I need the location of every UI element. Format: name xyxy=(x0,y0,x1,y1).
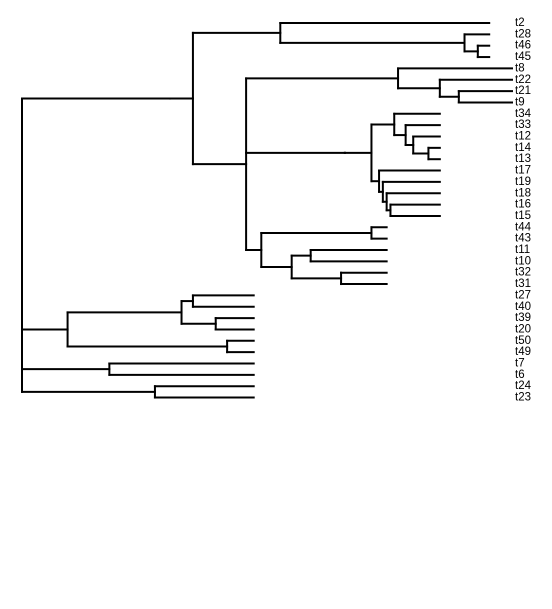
tip-label: t21 xyxy=(515,85,531,97)
tip-label: t15 xyxy=(515,210,531,222)
tip-label: t9 xyxy=(515,96,525,108)
tip-label: t33 xyxy=(515,119,531,131)
tip-label: t32 xyxy=(515,267,531,279)
tip-label: t45 xyxy=(515,51,531,63)
tip-label: t8 xyxy=(515,62,525,74)
tip-label: t49 xyxy=(515,346,531,358)
tip-label: t6 xyxy=(515,369,525,381)
tip-label: t44 xyxy=(515,221,532,233)
tip-label: t23 xyxy=(515,392,531,404)
tip-label: t43 xyxy=(515,233,531,245)
tip-label: t50 xyxy=(515,335,531,347)
tip-label: t31 xyxy=(515,278,531,290)
tip-label: t39 xyxy=(515,312,531,324)
tip-label: t22 xyxy=(515,74,531,86)
tip-label: t16 xyxy=(515,199,531,211)
tip-label: t17 xyxy=(515,165,531,177)
branch-group xyxy=(21,22,513,399)
tip-label: t11 xyxy=(515,244,530,256)
tip-label: t24 xyxy=(515,380,532,392)
tip-label: t14 xyxy=(515,142,532,154)
tip-label: t27 xyxy=(515,289,531,301)
tip-label: t18 xyxy=(515,187,531,199)
tip-label: t34 xyxy=(515,108,532,120)
tip-label-group: t2t28t46t45t8t22t21t9t34t33t12t14t13t17t… xyxy=(515,17,532,404)
tip-label: t20 xyxy=(515,323,531,335)
tip-label: t28 xyxy=(515,28,531,40)
tip-label: t19 xyxy=(515,176,531,188)
tip-label: t2 xyxy=(515,17,525,29)
tip-label: t7 xyxy=(515,358,525,370)
tip-label: t10 xyxy=(515,255,531,267)
tip-label: t12 xyxy=(515,131,531,143)
tip-label: t40 xyxy=(515,301,531,313)
tip-label: t13 xyxy=(515,153,531,165)
tip-label: t46 xyxy=(515,40,531,52)
